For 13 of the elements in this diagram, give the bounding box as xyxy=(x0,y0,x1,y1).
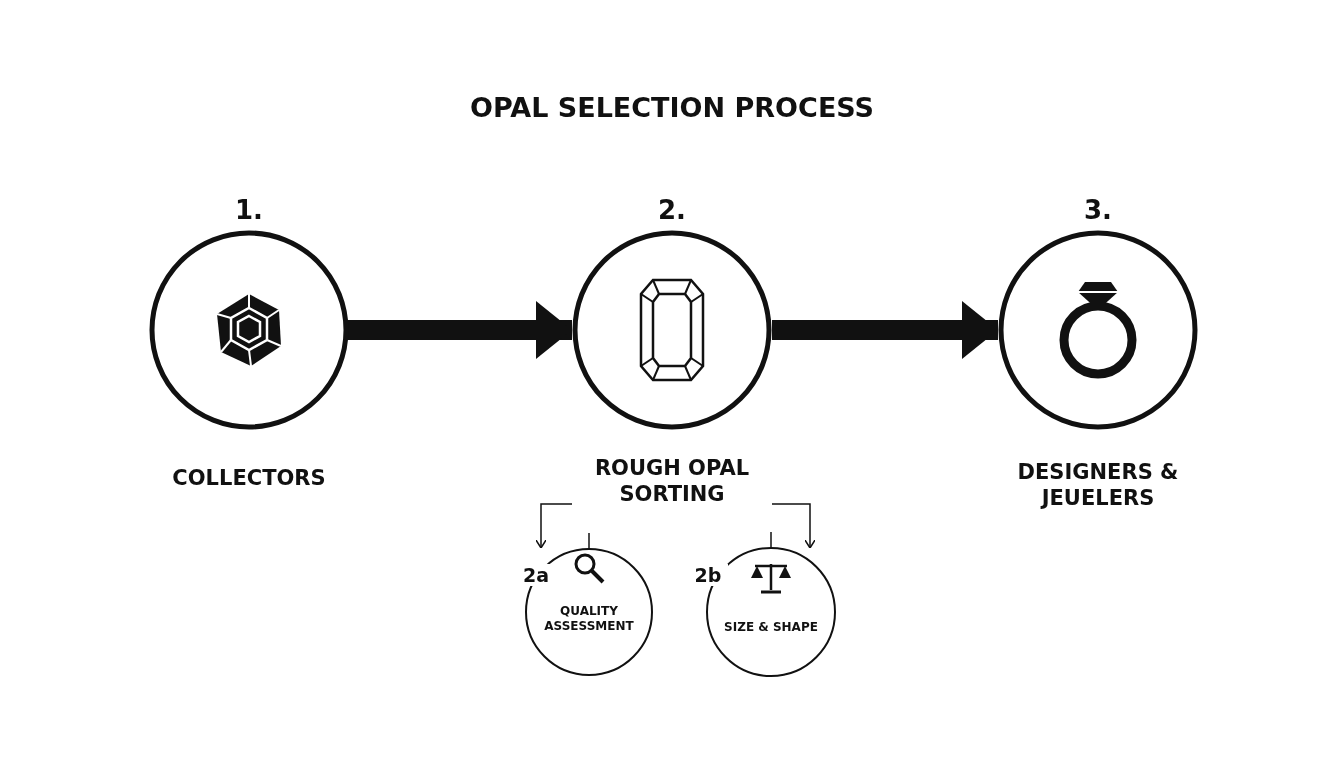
step-number: 2. xyxy=(657,195,687,225)
step-label: QUALITY ASSESSMENT xyxy=(543,604,635,634)
step-label: SIZE & SHAPE xyxy=(723,620,819,635)
arrow xyxy=(535,503,573,549)
diagram-title: OPAL SELECTION PROCESS xyxy=(469,92,875,123)
step-label: DESIGNERS & JEUELERS xyxy=(1016,459,1180,512)
step-number: 1. xyxy=(234,195,264,225)
step-label: COLLECTORS xyxy=(171,465,327,492)
arrow xyxy=(771,503,816,549)
step-label: ROUGH OPAL SORTING xyxy=(593,455,751,508)
step-number: 3. xyxy=(1083,195,1113,225)
arrow xyxy=(772,301,998,359)
arrow xyxy=(348,301,572,359)
